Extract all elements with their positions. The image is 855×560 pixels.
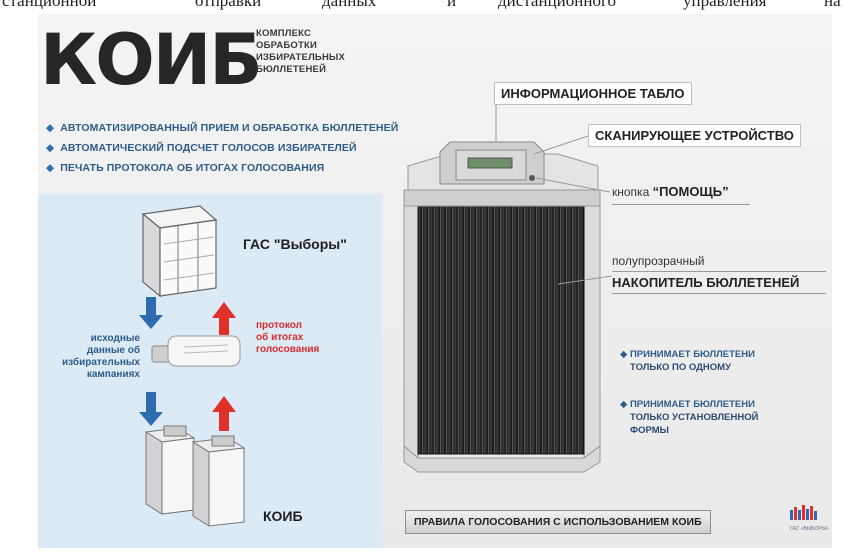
note-text: ПРИНИМАЕТ БЮЛЛЕТЕНИ xyxy=(629,399,755,410)
bullet-icon: ◆ xyxy=(46,122,55,134)
logo-subtitle-line: БЮЛЛЕТЕНЕЙ xyxy=(256,64,327,75)
koib-device-illustration xyxy=(403,102,613,473)
note-text: ТОЛЬКО ПО ОДНОМУ xyxy=(630,362,732,373)
divider xyxy=(612,204,750,205)
top-word: управления xyxy=(683,0,767,10)
koib-unit-icon xyxy=(144,425,196,515)
help-button-prefix: кнопка xyxy=(612,185,653,199)
voting-rules-button[interactable]: ПРАВИЛА ГОЛОСОВАНИЯ С ИСПОЛЬЗОВАНИЕМ КОИ… xyxy=(405,510,711,534)
koib-poster: КОИБ КОМПЛЕКС ОБРАБОТКИ ИЗБИРАТЕЛЬНЫХ БЮ… xyxy=(38,14,832,548)
cropped-top-text: станционной отправки данных и дистанцион… xyxy=(0,0,855,11)
source-data-line: избирательных xyxy=(62,357,140,368)
scheme-graphics xyxy=(139,102,817,527)
up-arrow-icon xyxy=(212,396,236,431)
down-arrow-icon xyxy=(139,297,163,329)
bullet-icon: ◆ xyxy=(620,399,630,410)
feature-text: ПЕЧАТЬ ПРОТОКОЛА ОБ ИТОГАХ ГОЛОСОВАНИЯ xyxy=(60,162,325,174)
protocol-text: протокол об итогах голосования xyxy=(256,320,319,356)
source-data-line: кампаниях xyxy=(86,369,140,380)
top-word: данных xyxy=(322,0,377,10)
divider xyxy=(612,293,826,294)
top-word: дистанционного xyxy=(498,0,617,10)
top-word: станционной xyxy=(2,0,97,10)
note-form: ◆ ПРИНИМАЕТ БЮЛЛЕТЕНИ ТОЛЬКО УСТАНОВЛЕНН… xyxy=(620,398,758,437)
top-word: на xyxy=(824,0,841,10)
bullet-icon: ◆ xyxy=(620,349,630,360)
feature-text: АВТОМАТИЧЕСКИЙ ПОДСЧЕТ ГОЛОСОВ ИЗБИРАТЕЛ… xyxy=(60,142,357,154)
scanner-label: СКАНИРУЮЩЕЕ УСТРОЙСТВО xyxy=(588,124,801,147)
top-word: и xyxy=(447,0,457,10)
koib-unit-label: КОИБ xyxy=(263,508,303,524)
logo-subtitle-line: ОБРАБОТКИ xyxy=(256,40,318,51)
source-data-text: исходные данные об избирательных кампани… xyxy=(48,333,140,381)
info-display-label: ИНФОРМАЦИОННОЕ ТАБЛО xyxy=(494,82,692,105)
logo-subtitle: КОМПЛЕКС ОБРАБОТКИ ИЗБИРАТЕЛЬНЫХ БЮЛЛЕТЕ… xyxy=(256,28,345,76)
gas-vybory-logo-icon xyxy=(790,505,817,520)
feature-item: ◆ ПЕЧАТЬ ПРОТОКОЛА ОБ ИТОГАХ ГОЛОСОВАНИЯ xyxy=(46,158,398,178)
down-arrow-icon xyxy=(139,392,163,426)
bullet-icon: ◆ xyxy=(46,142,55,154)
source-data-line: данные об xyxy=(86,345,140,356)
protocol-line: протокол xyxy=(256,320,302,331)
note-text: ПРИНИМАЕТ БЮЛЛЕТЕНИ xyxy=(629,349,755,360)
feature-item: ◆ АВТОМАТИЗИРОВАННЫЙ ПРИЕМ И ОБРАБОТКА БЮ… xyxy=(46,118,398,138)
feature-item: ◆ АВТОМАТИЧЕСКИЙ ПОДСЧЕТ ГОЛОСОВ ИЗБИРАТЕ… xyxy=(46,138,398,158)
server-rack-icon xyxy=(141,205,218,298)
source-data-line: исходные xyxy=(90,333,140,344)
logo-subtitle-line: ИЗБИРАТЕЛЬНЫХ xyxy=(256,52,346,63)
bullet-icon: ◆ xyxy=(46,162,55,174)
help-button-name: “ПОМОЩЬ” xyxy=(652,184,729,199)
feature-text: АВТОМАТИЗИРОВАННЫЙ ПРИЕМ И ОБРАБОТКА БЮЛ… xyxy=(60,122,399,134)
note-text: ТОЛЬКО УСТАНОВЛЕННОЙ xyxy=(630,412,759,423)
logo-subtitle-line: КОМПЛЕКС xyxy=(256,28,312,39)
top-word: отправки xyxy=(195,0,262,10)
protocol-line: об итогах xyxy=(256,332,304,343)
protocol-line: голосования xyxy=(256,344,320,355)
koib-unit-icon xyxy=(191,435,246,527)
storage-bottom-label: НАКОПИТЕЛЬ БЮЛЛЕТЕНЕЙ xyxy=(612,275,800,290)
gas-vybory-label: ГАС "Выборы" xyxy=(243,236,347,252)
up-arrow-icon xyxy=(212,302,236,335)
note-one-by-one: ◆ ПРИНИМАЕТ БЮЛЛЕТЕНИ ТОЛЬКО ПО ОДНОМУ xyxy=(620,348,755,374)
storage-top-label: полупрозрачный xyxy=(612,254,705,268)
note-text: ФОРМЫ xyxy=(630,425,669,436)
divider xyxy=(612,271,826,272)
koib-logo: КОИБ xyxy=(40,19,263,101)
usb-drive-icon xyxy=(151,335,241,367)
gas-logo-caption: ГАС «ВЫБОРЫ» xyxy=(790,526,829,532)
feature-list: ◆ АВТОМАТИЗИРОВАННЫЙ ПРИЕМ И ОБРАБОТКА БЮ… xyxy=(46,118,398,178)
help-button-label: кнопка “ПОМОЩЬ” xyxy=(612,184,729,199)
